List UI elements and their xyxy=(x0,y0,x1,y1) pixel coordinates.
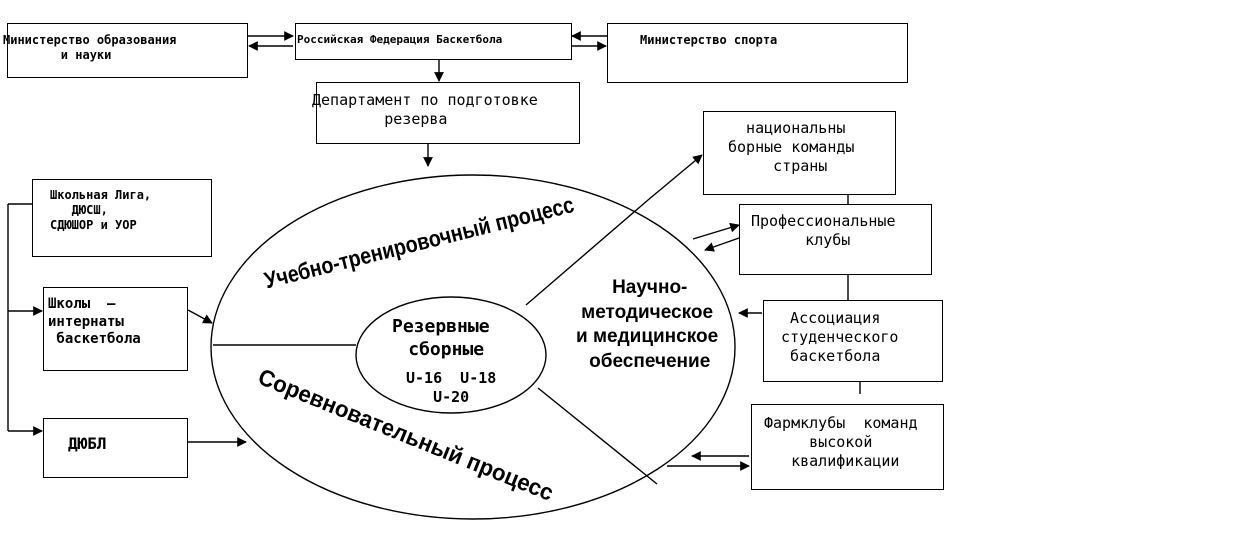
divider-lower-right xyxy=(537,387,658,485)
federation-box xyxy=(295,23,572,60)
science-support-label: Научно- методическое и медицинское обесп… xyxy=(576,277,719,373)
national-teams-label: национальны борные команды страны xyxy=(728,119,855,175)
farm-clubs-box xyxy=(751,404,944,490)
pro-clubs-box xyxy=(739,204,932,275)
ministry-sport-box xyxy=(607,23,908,83)
ministry-education-label: Министерство образования и науки xyxy=(3,33,177,62)
reserve-teams-title: Резервные сборные xyxy=(392,316,490,360)
student-assoc-box xyxy=(763,300,943,382)
boarding-schools-label: Школы – интернаты баскетбола xyxy=(48,296,141,347)
boarding-schools-box xyxy=(43,287,188,371)
inner-ellipse xyxy=(355,296,547,414)
main-ellipse xyxy=(210,174,736,520)
divider-upper-right xyxy=(525,199,649,306)
federation-label: Российская Федерация Баскетбола xyxy=(297,33,503,46)
ministry-education-box xyxy=(7,23,248,78)
national-teams-box xyxy=(703,111,896,195)
farm-clubs-label: Фармклубы команд высокой квалификации xyxy=(764,414,918,470)
ministry-sport-label: Министерство спорта xyxy=(640,33,778,47)
reserve-ages-label: U-16 U-18 U-20 xyxy=(406,369,497,406)
school-league-box xyxy=(32,179,212,257)
dyubl-label: ДЮБЛ xyxy=(68,434,107,453)
school-league-label: Школьная Лига, ДЮСШ, СДЮШОР и УОР xyxy=(50,188,152,232)
training-process-label: Учебно-тренировочный процесс xyxy=(262,191,577,293)
department-box xyxy=(316,82,580,144)
dyubl-box xyxy=(43,418,188,478)
department-label: Департамент по подготовке резерва xyxy=(312,91,538,128)
pro-clubs-label: Профессиональные клубы xyxy=(751,212,896,249)
student-assoc-label: Ассоциация студенческого баскетбола xyxy=(781,309,899,365)
